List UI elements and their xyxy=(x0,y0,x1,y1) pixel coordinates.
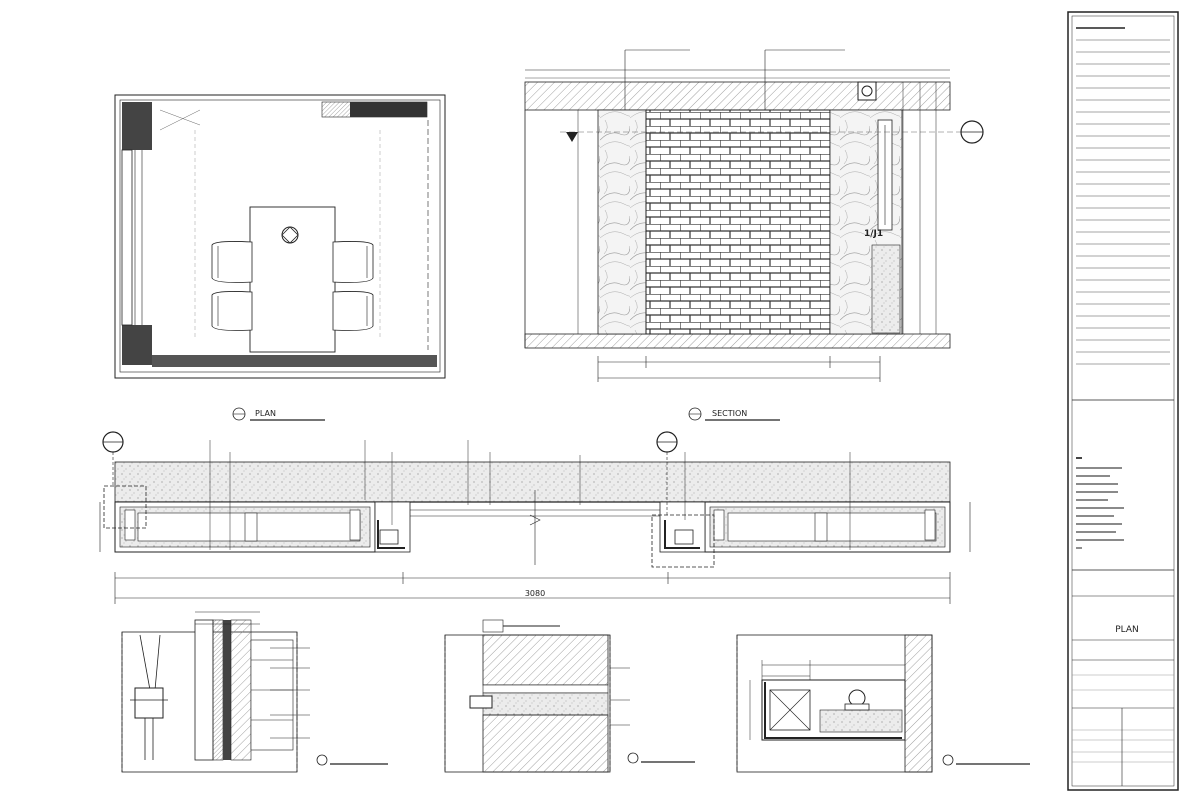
section-marker-mid xyxy=(656,431,678,453)
plan-wall-left xyxy=(122,102,152,150)
long-section: 3080 xyxy=(99,431,971,604)
chair-left-top xyxy=(211,241,253,283)
section-marker-left xyxy=(102,431,124,453)
section-callout-label: SECTION xyxy=(712,409,747,418)
chair-left-bottom xyxy=(211,291,253,331)
ceiling-slab xyxy=(524,81,951,111)
stone-cladding-left xyxy=(597,109,647,335)
chair-right-top xyxy=(332,241,374,283)
section-slab xyxy=(114,461,951,503)
detail-3 xyxy=(736,634,1030,773)
plan-callout-label: PLAN xyxy=(255,409,276,418)
elevation-tag: 1/J1 xyxy=(864,229,883,239)
section-callout: SECTION xyxy=(688,407,780,421)
detail-2 xyxy=(444,619,695,773)
detail-1 xyxy=(121,611,388,773)
sheet-name: PLAN xyxy=(1115,625,1139,635)
elevation-section-marker xyxy=(960,120,984,144)
plan-callout: PLAN xyxy=(232,407,325,421)
title-block-notes xyxy=(1076,27,1170,365)
section-overall-dim: 3080 xyxy=(525,589,545,598)
table-center-marker xyxy=(281,226,299,244)
chair-right-bottom xyxy=(332,291,374,331)
brick-wall xyxy=(645,109,831,335)
plan-view xyxy=(114,94,446,379)
title-block-remarks xyxy=(1076,457,1124,549)
title-block: PLAN xyxy=(1067,11,1179,791)
elevation-view: 1/J1 xyxy=(524,49,984,382)
